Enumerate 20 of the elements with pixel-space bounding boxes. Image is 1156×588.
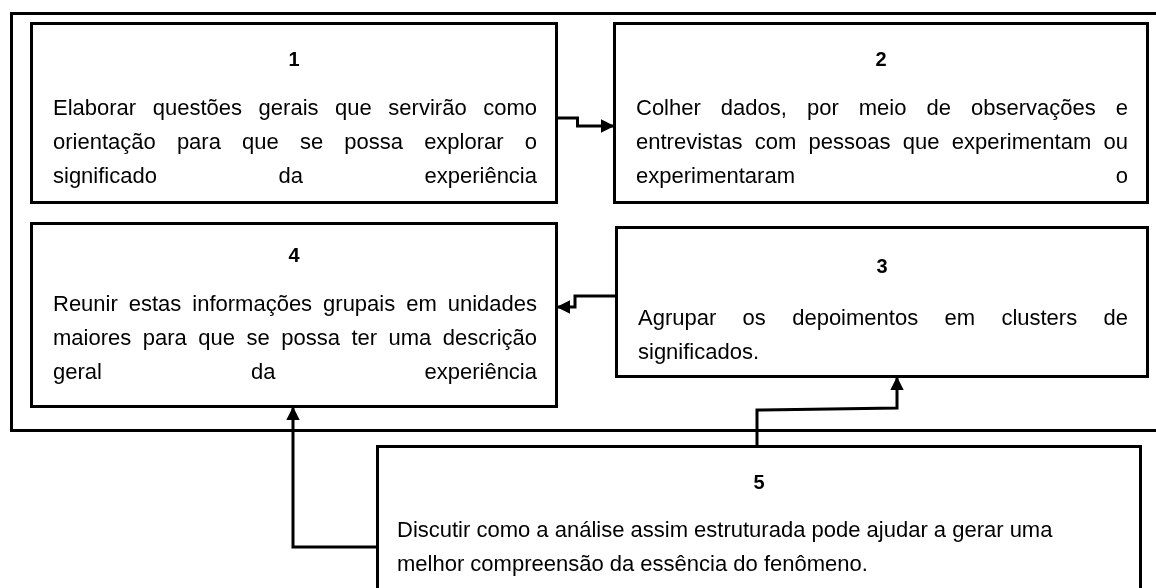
arrow xyxy=(755,376,904,445)
step-number: 5 xyxy=(752,470,766,494)
step-description: Agrupar os depoimentos em clusters de significados. xyxy=(638,304,1128,366)
step-number: 3 xyxy=(875,254,889,278)
step-box xyxy=(30,222,558,408)
arrow xyxy=(286,406,376,549)
step-description: Reunir estas informações grupais em unidades maiores para que se possa ter uma descrição geral da experiência xyxy=(53,290,537,386)
step-box xyxy=(376,445,1142,588)
step-description: Colher dados, por meio de observações e entrevistas com pessoas que experimentam ou experimentaram o xyxy=(636,94,1128,190)
frame-box xyxy=(10,12,1156,432)
step-box xyxy=(615,226,1149,378)
step-description: Discutir como a análise assim estruturada pode ajudar a gerar uma melhor compreensão da essência do fenômeno. xyxy=(397,516,1054,578)
arrow xyxy=(556,294,615,314)
step-box xyxy=(613,22,1149,204)
step-box xyxy=(30,22,558,204)
step-number: 4 xyxy=(287,243,301,267)
arrow xyxy=(558,116,615,133)
step-description: Elaborar questões gerais que servirão como orientação para que se possa explorar o significado da experiência xyxy=(53,94,537,190)
step-number: 1 xyxy=(287,47,301,71)
step-number: 2 xyxy=(874,47,888,71)
